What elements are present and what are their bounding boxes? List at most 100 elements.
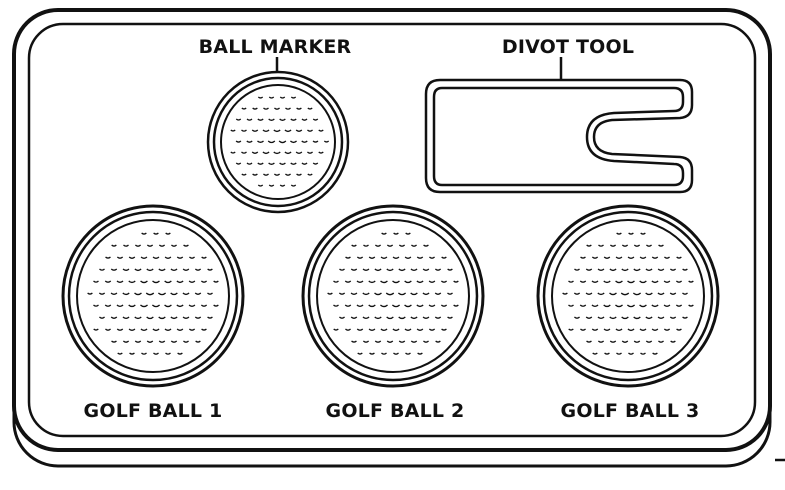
dimple-mark (356, 328, 364, 331)
dimple-mark (200, 304, 208, 307)
dimple-mark (263, 173, 269, 176)
dimple-mark (675, 280, 683, 283)
dimple-mark (284, 173, 292, 176)
dimple-mark (207, 292, 213, 295)
dimple-mark (586, 340, 592, 343)
dimple-mark (603, 256, 611, 259)
dimple-mark (295, 129, 303, 132)
dimple-mark (333, 304, 339, 307)
dimple-mark (290, 184, 297, 187)
dimple-mark (428, 280, 436, 283)
dimple-mark (98, 292, 106, 295)
dimple-mark (568, 328, 574, 331)
dimple-mark (140, 328, 148, 332)
dimple-mark (386, 268, 394, 272)
dimple-mark (188, 256, 196, 259)
dimple-mark (158, 340, 166, 343)
dimple-mark (146, 340, 154, 343)
dimple-mark (603, 280, 611, 284)
dimple-mark (170, 292, 178, 296)
dimple-mark (398, 316, 406, 320)
dimple-mark (380, 280, 388, 284)
dimple-mark (158, 244, 166, 247)
dimple-mark (568, 280, 574, 283)
dimple-mark (105, 256, 111, 259)
dimple-mark (140, 304, 148, 308)
dimple-mark (404, 304, 412, 308)
dimple-mark (134, 244, 142, 247)
dimple-mark (289, 140, 298, 144)
dimple-mark (285, 107, 291, 110)
dimple-mark (323, 140, 330, 143)
dimple-mark (579, 280, 587, 283)
dimple-mark (188, 328, 196, 331)
dimple-mark (251, 129, 259, 132)
dimple-mark (380, 304, 388, 308)
dimple-mark (362, 268, 370, 271)
dimple-mark (241, 151, 247, 154)
dimple-mark (609, 340, 617, 343)
dimple-mark (398, 268, 406, 272)
ball-marker-label: BALL MARKER (198, 36, 352, 58)
dimple-mark (626, 304, 636, 308)
dimple-mark (140, 280, 148, 284)
dimple-mark (362, 340, 370, 343)
dimple-mark (453, 280, 459, 283)
dimple-mark (404, 280, 412, 284)
dimple-mark (279, 118, 286, 121)
dimple-mark (386, 244, 394, 247)
dimple-mark (134, 316, 142, 320)
dimple-mark (152, 256, 160, 259)
dimple-mark (368, 304, 376, 308)
dimple-mark (122, 316, 130, 320)
dimple-mark (628, 352, 634, 355)
dimple-mark (268, 96, 275, 99)
dimple-mark (129, 352, 135, 355)
dimple-mark (633, 316, 641, 320)
dimple-mark (98, 316, 106, 319)
dimple-mark (591, 280, 599, 283)
dimple-mark (645, 292, 653, 296)
dimple-mark (657, 268, 665, 271)
dimple-mark (658, 244, 664, 247)
dimple-mark (183, 244, 189, 247)
dimple-mark (591, 304, 599, 308)
dimple-mark (368, 256, 376, 259)
dimple-mark (609, 244, 617, 247)
dimple-mark (279, 184, 286, 187)
dimple-mark (338, 316, 346, 319)
dimple-mark (165, 232, 171, 235)
dimple-mark (639, 256, 647, 259)
dimple-mark (669, 268, 677, 271)
dimple-mark (440, 304, 448, 307)
dimple-mark (639, 280, 647, 284)
dimple-mark (307, 129, 313, 132)
dimple-mark (440, 280, 448, 283)
dimple-mark (122, 268, 130, 271)
dimple-mark (627, 280, 635, 284)
dimple-mark (627, 256, 635, 259)
dimple-mark (284, 129, 292, 133)
dimple-mark (333, 328, 339, 331)
dimple-mark (235, 162, 242, 165)
dimple-mark (134, 268, 142, 272)
dimple-mark (273, 151, 281, 155)
dimple-mark (273, 173, 281, 176)
dimple-mark (392, 328, 400, 332)
dimple-mark (392, 256, 400, 259)
dimple-mark (241, 129, 247, 132)
dimple-mark (128, 328, 136, 331)
dimple-mark (213, 280, 219, 283)
dimple-mark (128, 256, 136, 259)
dimple-mark (290, 162, 297, 165)
dimple-mark (682, 268, 688, 271)
ball-marker-icon (206, 70, 350, 214)
dimple-mark (616, 232, 622, 235)
dimple-mark (110, 292, 118, 295)
dimple-mark (573, 316, 581, 319)
dimple-mark (380, 328, 388, 332)
dimple-mark (579, 304, 587, 307)
dimple-mark (615, 328, 623, 332)
dimple-mark (657, 316, 665, 319)
dimple-mark (676, 256, 682, 259)
